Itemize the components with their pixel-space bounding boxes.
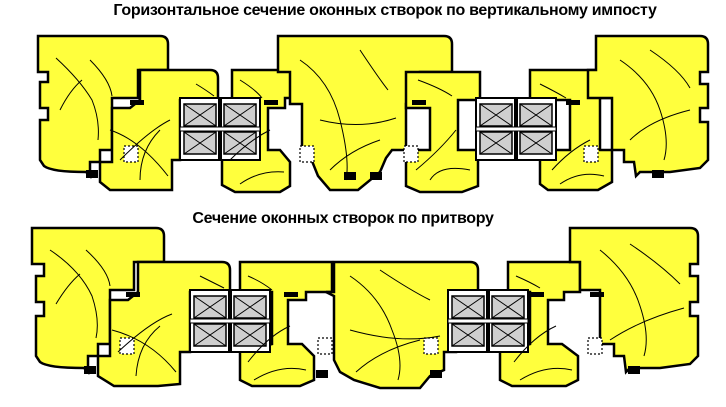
top-section xyxy=(36,34,710,194)
bottom-section xyxy=(30,226,700,390)
frame-right-top xyxy=(586,34,710,179)
glass-unit-bottom-left xyxy=(189,289,271,353)
title-section-sash-rebate: Сечение оконных створок по притвору xyxy=(192,210,494,227)
frame-right-bottom xyxy=(568,226,700,375)
sash-center-right-top xyxy=(404,70,482,194)
title-horizontal-section-impost: Горизонтальное сечение оконных створок п… xyxy=(113,2,657,19)
glass-unit-top-right xyxy=(475,97,557,161)
glass-unit-bottom-right xyxy=(447,289,529,353)
sash-center-left-bottom xyxy=(238,260,334,388)
glass-unit-top-left xyxy=(179,97,261,161)
